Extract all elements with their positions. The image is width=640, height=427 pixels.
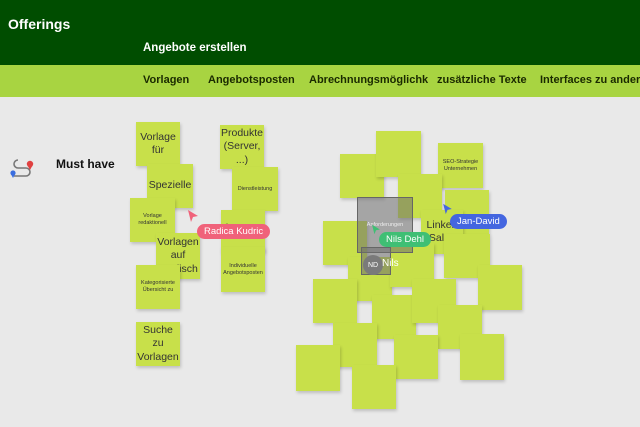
- app-title: Offerings: [8, 16, 71, 32]
- tab-vorlagen[interactable]: Vorlagen: [143, 74, 190, 86]
- sticky-note[interactable]: Vorlage für: [136, 122, 180, 166]
- sticky-note[interactable]: [313, 279, 357, 323]
- route-pin-icon: [10, 159, 34, 178]
- collaborator-cursor-label: Jan-David: [450, 214, 507, 229]
- tab-interfaces[interactable]: Interfaces zu anderen: [540, 74, 640, 86]
- tab-angebotsposten[interactable]: Angebotsposten: [208, 74, 295, 86]
- tab-abrechnungsmoeglichkeiten[interactable]: Abrechnungsmöglichk: [309, 74, 429, 86]
- sticky-note[interactable]: Individuelle Angebotsposten: [221, 247, 265, 292]
- sticky-note[interactable]: [296, 345, 340, 391]
- section-label: Must have: [56, 157, 115, 171]
- sticky-note[interactable]: Kategorisierte Übersicht zu: [136, 265, 180, 309]
- collaborator-name: Nils: [382, 258, 399, 269]
- sticky-note-selected[interactable]: Anforderungen: [366, 221, 404, 228]
- sticky-note[interactable]: [352, 365, 396, 409]
- collaborator-cursor-label: Radica Kudric: [197, 224, 271, 239]
- sticky-note[interactable]: [394, 335, 438, 379]
- board-title[interactable]: Angebote erstellen: [143, 42, 247, 54]
- whiteboard-canvas[interactable]: Must have Vorlage für Spezielle Vorlage …: [0, 97, 640, 427]
- sticky-note[interactable]: [333, 323, 377, 367]
- sticky-note[interactable]: [372, 295, 416, 339]
- frame-tab-bar: Vorlagen Angebotsposten Abrechnungsmögli…: [0, 65, 640, 97]
- cursor-arrow-icon: [188, 210, 198, 222]
- sticky-note[interactable]: [376, 131, 421, 177]
- cursor-arrow-icon: [372, 224, 380, 235]
- collaborator-cursor-label: Nils Dehl: [379, 232, 432, 247]
- sticky-note[interactable]: Suche zu Vorlagen: [136, 322, 180, 366]
- avatar[interactable]: ND: [363, 255, 383, 275]
- sticky-note[interactable]: SEO-Strategie Unternehmen: [438, 143, 483, 188]
- app-header: Offerings Angebote erstellen: [0, 0, 640, 65]
- sticky-note[interactable]: Dienstleistung: [232, 167, 278, 211]
- sticky-note[interactable]: Produkte (Server, ...): [220, 125, 264, 169]
- sticky-note[interactable]: [460, 334, 504, 380]
- tab-zusaetzliche-texte[interactable]: zusätzliche Texte: [437, 74, 527, 86]
- sticky-note[interactable]: [478, 265, 522, 310]
- cursor-arrow-icon: [443, 203, 452, 215]
